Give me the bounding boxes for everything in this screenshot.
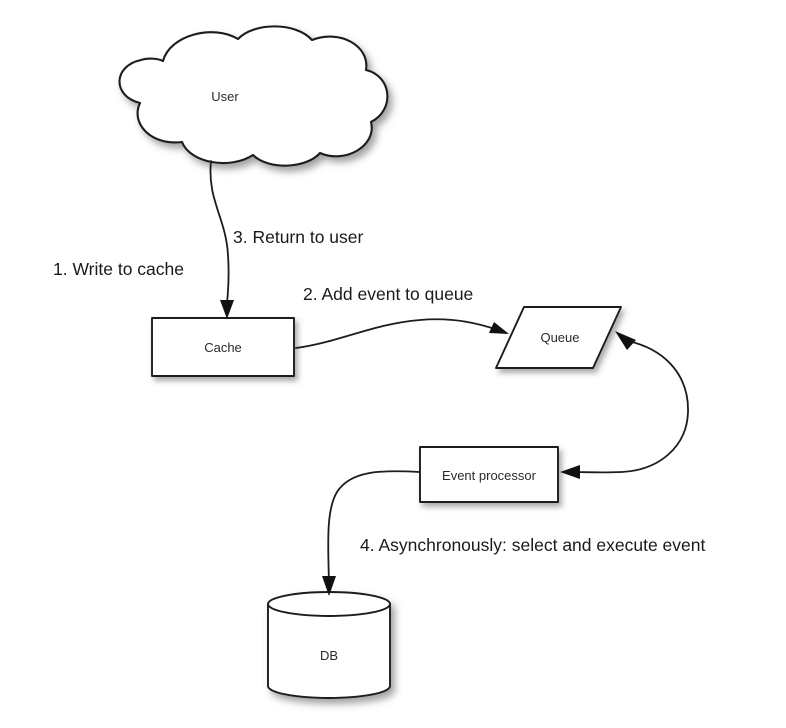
node-queue[interactable]: Queue [495, 306, 622, 369]
node-label-db: DB [320, 648, 338, 663]
node-label-user: User [211, 89, 239, 104]
edge-user-to-cache[interactable] [209, 160, 234, 319]
queue-parallelogram [495, 306, 622, 369]
edge-queue-to-processor-arrowhead [560, 465, 580, 479]
cache-rect [151, 317, 295, 377]
edge-cache-to-queue[interactable] [295, 318, 509, 349]
node-cache[interactable]: Cache [151, 317, 295, 377]
edge-user-to-cache-arrowhead [220, 300, 234, 319]
node-label-event-processor: Event processor [442, 468, 537, 483]
cloud-shape [118, 25, 389, 167]
event-processor-rect [419, 446, 559, 503]
edge-user-to-cache-line [209, 160, 230, 309]
node-event-processor[interactable]: Event processor [419, 446, 559, 503]
edge-queue-to-processor-line [572, 340, 689, 474]
edge-cache-to-queue-line [295, 318, 499, 349]
node-db[interactable]: DB [267, 591, 391, 699]
step-label-1: 1. Write to cache [53, 259, 184, 279]
edge-processor-to-queue-arrowhead [615, 331, 636, 350]
edge-processor-to-db-arrowhead [322, 576, 336, 596]
step-label-2: 2. Add event to queue [303, 284, 473, 304]
db-cylinder-body [267, 603, 391, 699]
step-label-3: 3. Return to user [233, 227, 364, 247]
edge-processor-to-db-line [327, 470, 420, 584]
node-label-cache: Cache [204, 340, 242, 355]
edge-processor-to-db[interactable] [322, 470, 420, 596]
edge-cache-to-queue-arrowhead [489, 322, 509, 334]
node-user[interactable]: User [118, 25, 389, 167]
edge-queue-to-processor[interactable] [560, 331, 689, 479]
node-label-queue: Queue [540, 330, 579, 345]
step-label-4: 4. Asynchronously: select and execute ev… [360, 535, 705, 555]
